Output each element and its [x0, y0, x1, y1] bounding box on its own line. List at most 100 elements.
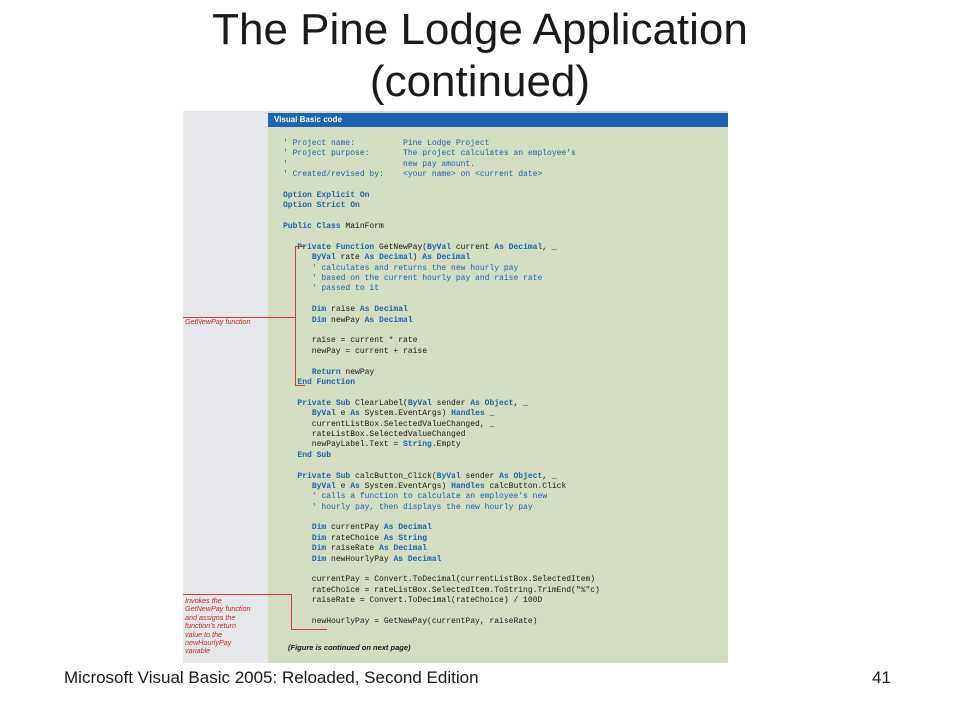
code-text	[283, 264, 312, 273]
code-line: ' hourly pay, then displays the new hour…	[283, 503, 600, 513]
code-line: End Function	[283, 378, 600, 388]
code-line	[283, 233, 600, 243]
code-keyword: As Decimal	[494, 242, 543, 252]
code-line	[283, 295, 600, 305]
code-panel	[268, 111, 728, 663]
slide-title-line2: (continued)	[369, 57, 591, 106]
code-line: Dim newHourlyPay As Decimal	[283, 555, 600, 565]
code-comment: ' calculates and returns the new hourly …	[311, 263, 519, 273]
code-text	[283, 492, 312, 501]
page-number: 41	[872, 668, 891, 687]
code-keyword: Dim	[311, 315, 332, 325]
code-keyword: End Function	[297, 377, 356, 387]
code-keyword: Handles	[451, 481, 490, 491]
code-text: sender	[436, 398, 471, 408]
slide-title: The Pine Lodge Application (continued)	[0, 4, 960, 108]
code-text: e	[340, 481, 351, 491]
code-keyword: Private Function	[297, 242, 380, 252]
code-text: currentPay = Convert.ToDecimal(currentLi…	[283, 575, 596, 585]
code-text: raiseRate = Convert.ToDecimal(rateChoice…	[283, 596, 543, 606]
code-keyword: Private Sub	[297, 398, 356, 408]
invokes-connector-horizontal	[291, 629, 327, 630]
code-keyword: End Sub	[297, 450, 332, 460]
code-text: rateChoice	[331, 533, 384, 543]
code-text	[283, 503, 312, 512]
invokes-annotation-line: value to the	[185, 629, 223, 639]
code-keyword: As Decimal	[379, 544, 428, 554]
annotation-column	[183, 111, 268, 663]
code-comment: ' calls a function to calculate an emplo…	[311, 492, 548, 502]
code-keyword: Dim	[311, 533, 332, 543]
code-line: newPay = current + raise	[283, 347, 600, 357]
code-line: ' based on the current hourly pay and ra…	[283, 274, 600, 284]
code-line: ByVal e As System.EventArgs) Handles cal…	[283, 482, 600, 492]
code-text: currentListBox.SelectedValueChanged, _	[283, 419, 495, 429]
code-keyword: As Object	[499, 471, 543, 481]
code-text: , _	[513, 398, 528, 408]
code-line: raise = current * rate	[283, 336, 600, 346]
code-keyword: As Decimal	[422, 253, 471, 263]
code-comment: ' new pay amount.	[283, 159, 476, 169]
code-line: Public Class MainForm	[283, 222, 600, 232]
code-line	[283, 461, 600, 471]
code-text: current	[455, 242, 495, 252]
code-keyword: ByVal	[311, 409, 341, 419]
code-text: MainForm	[345, 222, 384, 232]
code-text	[283, 409, 312, 418]
code-line: Dim raise As Decimal	[283, 305, 600, 315]
code-keyword: ByVal	[427, 242, 456, 252]
code-text: sender	[465, 471, 500, 481]
code-text: newHourlyPay = GetNewPay(currentPay, rai…	[283, 616, 538, 626]
code-line: Dim newPay As Decimal	[283, 316, 600, 326]
code-text: rateChoice = rateListBox.SelectedItem.To…	[283, 585, 600, 595]
code-line: Private Sub calcButton_Click(ByVal sende…	[283, 472, 600, 482]
code-keyword: Return	[311, 367, 346, 377]
code-figure: Visual Basic code ' Project name: Pine L…	[183, 111, 728, 663]
code-line: rateChoice = rateListBox.SelectedItem.To…	[283, 586, 600, 596]
code-line: ByVal e As System.EventArgs) Handles _	[283, 409, 600, 419]
code-text: calcButton_Click(	[355, 471, 437, 481]
code-text	[283, 534, 312, 543]
code-line: ' calls a function to calculate an emplo…	[283, 492, 600, 502]
code-text	[283, 284, 312, 293]
code-comment: ' Project name: Pine Lodge Project	[283, 139, 490, 148]
code-comment: ' passed to it	[311, 284, 380, 294]
code-line: newPayLabel.Text = String.Empty	[283, 440, 600, 450]
code-keyword: Option Strict On	[283, 201, 360, 211]
code-keyword: ByVal	[407, 398, 437, 408]
code-text	[283, 399, 297, 408]
figure-continued-note: (Figure is continued on next page)	[288, 643, 411, 652]
code-line: Option Strict On	[283, 201, 600, 211]
code-keyword: String	[403, 440, 432, 450]
code-line	[283, 565, 600, 575]
code-keyword: Private Sub	[297, 471, 356, 481]
code-keyword: ByVal	[311, 253, 341, 263]
code-line: ' Project purpose: The project calculate…	[283, 149, 600, 159]
code-text: , _	[542, 242, 557, 252]
code-text: raiseRate	[331, 544, 380, 554]
code-text	[283, 253, 312, 262]
code-text: ClearLabel(	[355, 398, 408, 408]
code-keyword: ByVal	[436, 471, 466, 481]
slide-footer: Microsoft Visual Basic 2005: Reloaded, S…	[64, 668, 479, 687]
code-block: ' Project name: Pine Lodge Project' Proj…	[283, 139, 600, 627]
invokes-annotation-line: newHourlyPay	[185, 638, 232, 648]
code-keyword: Dim	[311, 554, 332, 564]
code-text: newPay	[345, 367, 375, 377]
code-line	[283, 357, 600, 367]
code-text: raise	[331, 305, 360, 315]
code-text	[283, 472, 297, 481]
invokes-annotation-line: Invokes the	[185, 596, 222, 605]
code-keyword: Dim	[311, 544, 332, 554]
code-text	[283, 368, 312, 377]
code-line: Return newPay	[283, 368, 600, 378]
getnewpay-pointer-line	[183, 317, 295, 318]
code-line: ' calculates and returns the new hourly …	[283, 264, 600, 274]
getnewpay-annotation: GetNewPay function	[185, 317, 251, 326]
code-header-label: Visual Basic code	[274, 115, 342, 124]
code-line: Private Sub ClearLabel(ByVal sender As O…	[283, 399, 600, 409]
invokes-pointer-line	[183, 594, 291, 595]
code-text: , _	[542, 471, 557, 481]
code-keyword: Handles	[451, 409, 490, 419]
code-text	[283, 544, 312, 553]
